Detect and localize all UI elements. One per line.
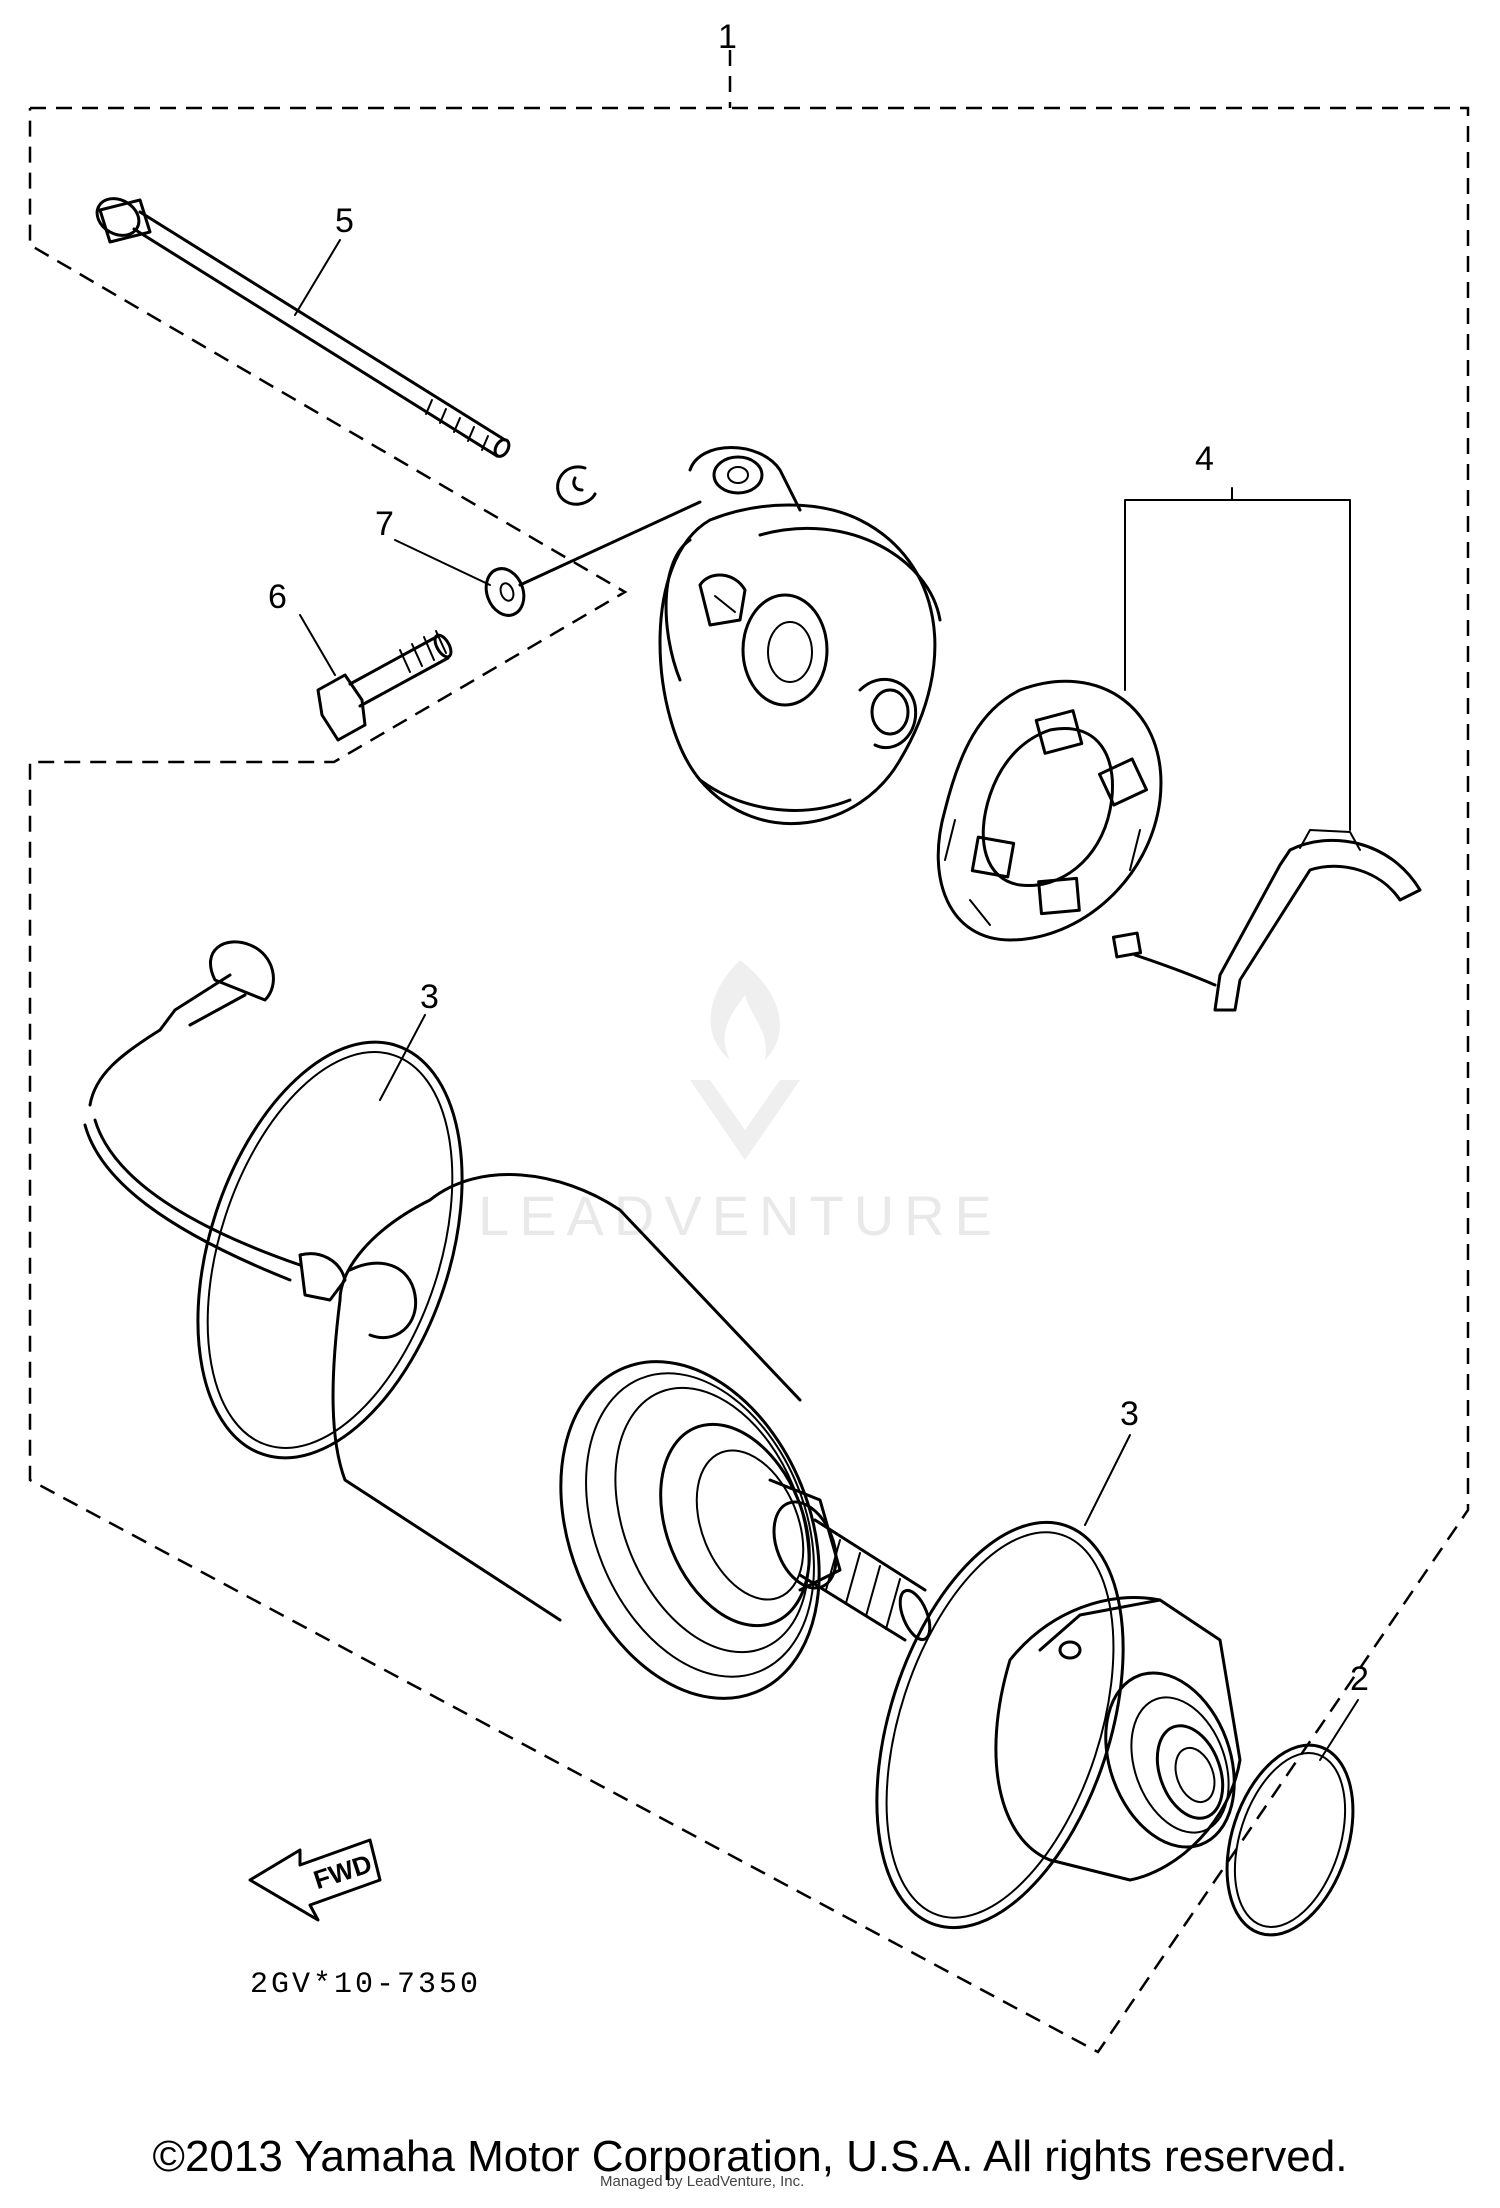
- copyright-notice: ©2013 Yamaha Motor Corporation, U.S.A. A…: [152, 2132, 1348, 2181]
- o-ring-part-3-front: [875, 1520, 1125, 1930]
- bolt-part-6: [316, 630, 453, 742]
- brush-holder-plate: [936, 679, 1163, 942]
- callout-3-rear: 3: [420, 978, 439, 1016]
- callout-6-7-top: 7: [375, 505, 394, 543]
- callout-5: 5: [335, 202, 354, 240]
- motor-yoke: [331, 1173, 842, 1700]
- callout-4: 4: [1195, 440, 1214, 478]
- credit-text: Managed by LeadVenture, Inc.: [600, 2173, 804, 2190]
- leadventure-watermark: LEADVENTURE: [478, 960, 1002, 1247]
- drawing-code: 2GV*10-7350: [250, 1968, 481, 2002]
- callout-3-front: 3: [1120, 1395, 1139, 1433]
- lock-washer-clip: [556, 465, 597, 506]
- o-ring-part-2: [1225, 1743, 1355, 1937]
- brush-lead-strip: [1111, 829, 1422, 1012]
- callout-1: 1: [718, 18, 737, 56]
- washer-part-7: [484, 500, 702, 617]
- leader-lines: [294, 239, 1359, 1761]
- o-ring-part-3-rear: [196, 1040, 464, 1460]
- through-bolt-part-5: [95, 197, 511, 458]
- callout-6: 6: [268, 578, 287, 616]
- watermark-text: LEADVENTURE: [478, 1184, 1002, 1247]
- fwd-arrow: FWD: [248, 1838, 382, 1922]
- rear-cover: [658, 446, 942, 825]
- armature-shaft: [798, 1518, 932, 1642]
- assembly-boundary: [28, 50, 1470, 2054]
- fwd-label: FWD: [310, 1848, 376, 1895]
- callout-4-bracket: [1124, 487, 1351, 831]
- callout-2: 2: [1350, 1660, 1369, 1698]
- front-cover: [994, 1596, 1242, 1882]
- lead-wire: [83, 940, 418, 1340]
